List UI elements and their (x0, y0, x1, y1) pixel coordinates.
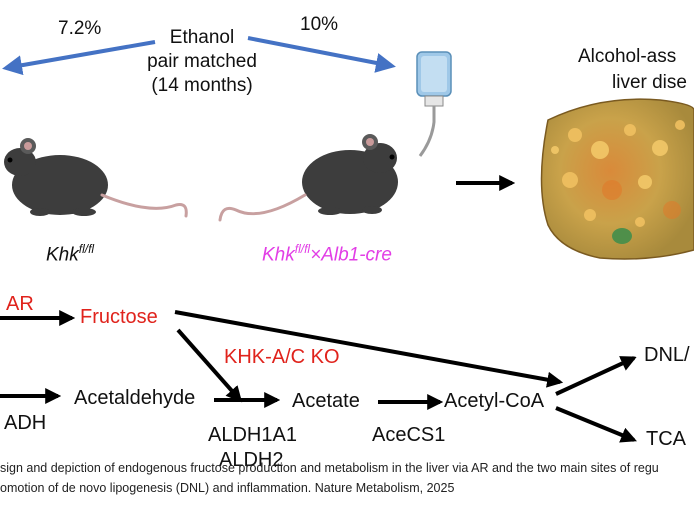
arrow-acetylcoa-to-dnl (555, 356, 637, 396)
ar-label: AR (6, 293, 34, 315)
acetate-label: Acetate (292, 390, 360, 412)
right-percentage: 10% (300, 14, 339, 35)
blue-arrow-left (2, 40, 156, 76)
acetylcoa-label: Acetyl-CoA (444, 390, 545, 412)
khk-ko-label: KHK-A/C KO (224, 346, 340, 368)
figure-caption: sign and depiction of endogenous fructos… (0, 458, 694, 498)
tca-label: TCA (646, 428, 686, 450)
control-genotype-sup: fl/fl (78, 242, 95, 256)
caption-line2: omotion of de novo lipogenesis (DNL) and… (0, 481, 455, 495)
aldh1a1-label: ALDH1A1 (208, 424, 297, 446)
liver-illustration (540, 98, 694, 260)
aldh2-label: ALDH2 (219, 449, 284, 471)
ko-genotype-label: Khkfl/fl×Alb1-cre (262, 242, 392, 266)
control-genotype-label: Khkfl/fl (46, 242, 94, 266)
ko-genotype-sup: fl/fl (294, 242, 311, 256)
fructose-label: Fructose (80, 306, 158, 328)
disease-title-line2: liver dise (612, 72, 687, 93)
blue-arrow-right (247, 36, 396, 73)
ko-mouse-icon (218, 134, 398, 222)
dnl-label: DNL/ (644, 344, 690, 366)
left-percentage: 7.2% (58, 18, 102, 39)
water-bottle-icon (416, 51, 452, 157)
ethanol-line3: (14 months) (151, 75, 253, 96)
acetaldehyde-label: Acetaldehyde (74, 387, 196, 409)
arrow-acetylcoa-to-tca (555, 406, 637, 443)
disease-title-line1: Alcohol-ass (578, 46, 677, 67)
ethanol-line2: pair matched (147, 51, 257, 72)
control-mouse-icon (4, 138, 188, 218)
arrow-fructose-to-acetate (176, 328, 243, 403)
control-genotype-base: Khk (46, 244, 79, 266)
acecs1-label: AceCS1 (372, 424, 446, 446)
ethanol-line1: Ethanol (169, 27, 235, 48)
arrow-fructose-to-dnl (174, 310, 564, 388)
ko-genotype-base: Khk (262, 244, 295, 266)
ko-genotype-suffix: ×Alb1-cre (310, 244, 392, 266)
caption-line1: sign and depiction of endogenous fructos… (0, 461, 659, 475)
adh-label: ADH (4, 412, 47, 434)
